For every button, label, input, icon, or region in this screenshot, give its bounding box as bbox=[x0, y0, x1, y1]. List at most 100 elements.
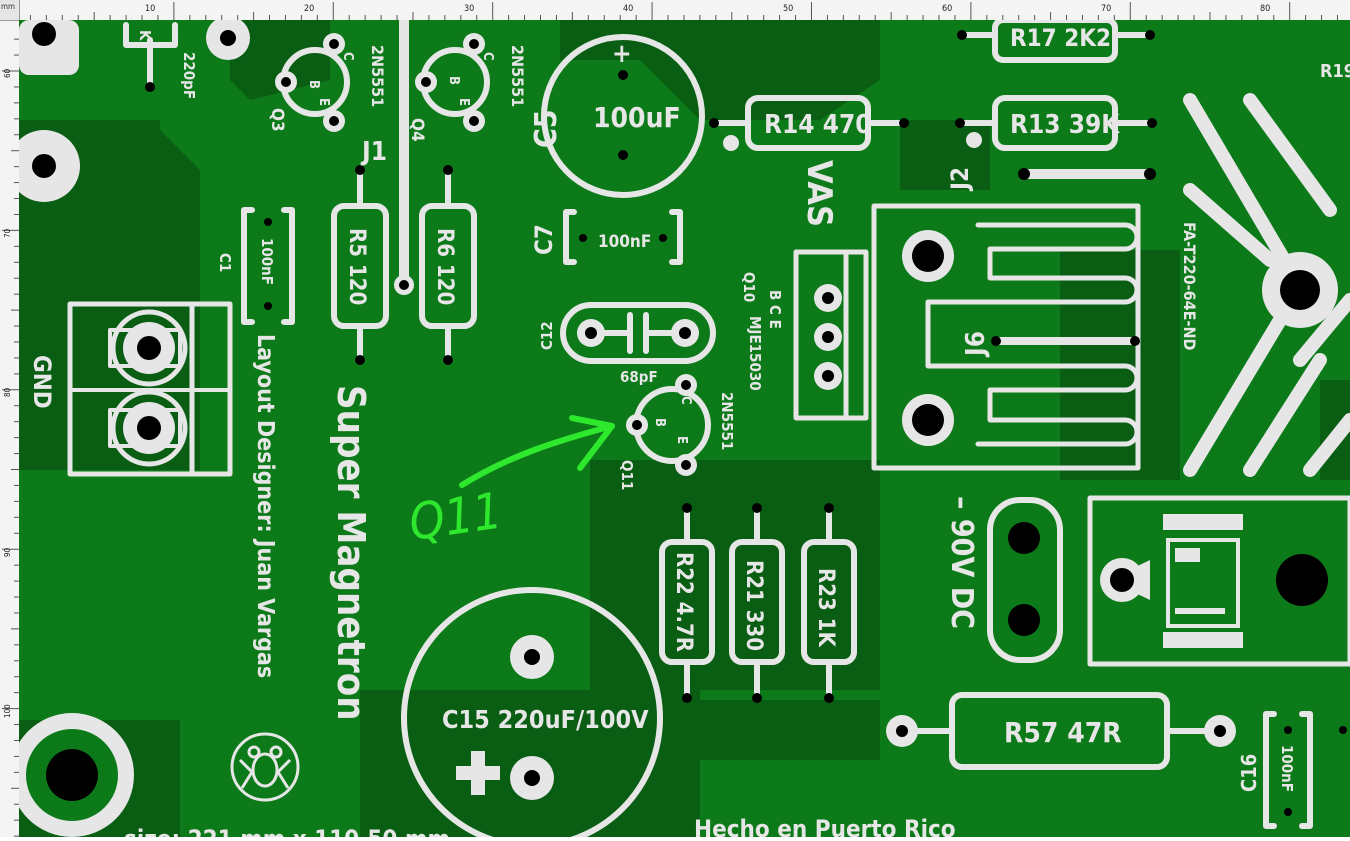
annotation-arrow-shaft bbox=[459, 423, 615, 488]
q11-drill bbox=[681, 460, 691, 470]
ruler-left-scale: 60 70 80 90 100 bbox=[2, 38, 19, 837]
heatsink-spoke bbox=[1183, 313, 1287, 477]
via bbox=[443, 355, 453, 365]
frog-logo-eye bbox=[247, 745, 261, 759]
heatsink-spoke bbox=[1293, 293, 1350, 367]
copper-region bbox=[900, 120, 990, 190]
pad-drill bbox=[32, 22, 56, 46]
heatsink-spoke bbox=[1243, 353, 1327, 477]
q11-pin-c: C bbox=[678, 396, 693, 405]
q3-drill bbox=[329, 116, 339, 126]
plus-bar bbox=[471, 751, 485, 795]
regulator-marking bbox=[1175, 548, 1200, 562]
q3-drill bbox=[329, 39, 339, 49]
r22-label: R22 4.7R bbox=[671, 552, 696, 652]
q11-pin-e: E bbox=[674, 436, 689, 444]
c12-drill bbox=[679, 327, 691, 339]
c15-outline bbox=[401, 587, 663, 841]
ruler-top-label: 10 bbox=[145, 4, 155, 14]
regulator-marking bbox=[1175, 608, 1225, 614]
q11-part-label: 2N5551 bbox=[718, 392, 736, 450]
ruler-left-label: 100 bbox=[3, 704, 12, 718]
q10-drill bbox=[822, 331, 834, 343]
c12-label: C12 bbox=[538, 321, 556, 350]
pcb-board[interactable]: K 220pF Q3 B C E 2N5551 Q4 B C E 2N5551 … bbox=[8, 15, 1350, 841]
regulator-tab bbox=[1163, 514, 1243, 530]
j6-label: J6 bbox=[961, 331, 991, 358]
k-label: K bbox=[136, 30, 154, 41]
q10-part-label: MJE15030 bbox=[746, 316, 764, 391]
q10-drill bbox=[822, 292, 834, 304]
c12-value: 68pF bbox=[620, 368, 658, 386]
q4-pin-e: E bbox=[456, 98, 471, 106]
via bbox=[145, 82, 155, 92]
regulator-drill bbox=[1276, 554, 1328, 606]
c12-drill bbox=[585, 327, 597, 339]
annotation-arrow-head bbox=[569, 415, 615, 471]
ruler-top-label: 50 bbox=[783, 4, 793, 14]
board-size-label: size: 221 mm x 110.50 mm bbox=[124, 825, 450, 837]
c15-polarity-icon bbox=[456, 751, 500, 795]
r19-label: R19 bbox=[1320, 61, 1350, 82]
gnd-screw-drill bbox=[137, 336, 161, 360]
pads bbox=[8, 16, 1338, 837]
r17-label: R17 2K2 bbox=[1010, 24, 1111, 52]
k-outline bbox=[123, 22, 178, 48]
frog-logo-icon bbox=[230, 732, 300, 802]
q4-drill bbox=[469, 116, 479, 126]
j2-label: J2 bbox=[946, 167, 974, 192]
via bbox=[355, 355, 365, 365]
vias bbox=[145, 30, 1347, 816]
via bbox=[682, 503, 692, 513]
mounting-hole-drill bbox=[32, 154, 56, 178]
c7-value: 100nF bbox=[598, 232, 651, 252]
via bbox=[355, 165, 365, 175]
q11-drill bbox=[681, 380, 691, 390]
q10-label: Q10 bbox=[740, 272, 758, 302]
via bbox=[1130, 336, 1140, 346]
c12-outline bbox=[560, 302, 716, 364]
c1-label: C1 bbox=[216, 253, 234, 272]
ruler-left-label: 80 bbox=[3, 387, 12, 397]
pcb-layout[interactable]: K 220pF Q3 B C E 2N5551 Q4 B C E 2N5551 … bbox=[8, 15, 1350, 841]
ruler-left-label: 90 bbox=[3, 547, 12, 557]
dc-pin[interactable] bbox=[1008, 522, 1040, 554]
c1-bracket bbox=[241, 207, 255, 325]
q4-label: Q4 bbox=[407, 118, 427, 142]
via bbox=[618, 150, 628, 160]
via bbox=[991, 336, 1001, 346]
q10-pins-label: B C E bbox=[766, 290, 784, 329]
dc-connector-outline bbox=[987, 497, 1063, 663]
q3-pin-b: B bbox=[306, 80, 321, 89]
pad-drill bbox=[220, 30, 236, 46]
c15-label: C15 220uF/100V bbox=[442, 705, 649, 734]
q3-pin-c: C bbox=[340, 52, 355, 61]
ruler-top-label: 30 bbox=[464, 4, 474, 14]
via bbox=[1147, 118, 1157, 128]
q3-part-label: 2N5551 bbox=[368, 45, 387, 107]
q3-pin-e: E bbox=[316, 98, 331, 106]
gnd-screw-drill bbox=[137, 416, 161, 440]
r17-body bbox=[992, 17, 1118, 63]
frog-logo-ring bbox=[230, 732, 300, 802]
r14-label: R14 470 bbox=[764, 110, 872, 140]
dc-pin[interactable] bbox=[1008, 604, 1040, 636]
ruler-left: 60 70 80 90 100 bbox=[0, 20, 20, 837]
heatsink-spoke bbox=[1303, 413, 1350, 477]
ruler-top-label: 20 bbox=[304, 4, 314, 14]
r23-label: R23 1K bbox=[813, 568, 838, 647]
gnd-screw-ring bbox=[110, 389, 188, 467]
heatsink-j6-trace bbox=[925, 222, 1140, 447]
ruler-left-ticks bbox=[2, 38, 19, 837]
regulator-drill bbox=[1110, 568, 1134, 592]
via bbox=[264, 302, 272, 310]
r57-drill bbox=[896, 725, 908, 737]
c16-value: 100nF bbox=[1278, 745, 1296, 792]
regulator-outline bbox=[1087, 495, 1350, 667]
via bbox=[579, 234, 587, 242]
via bbox=[1284, 808, 1292, 816]
vas-label: VAS bbox=[799, 160, 839, 227]
ruler-top-label: 60 bbox=[942, 4, 952, 14]
q11-pin-b: B bbox=[652, 418, 667, 427]
heatsink-spoke bbox=[1183, 183, 1277, 267]
